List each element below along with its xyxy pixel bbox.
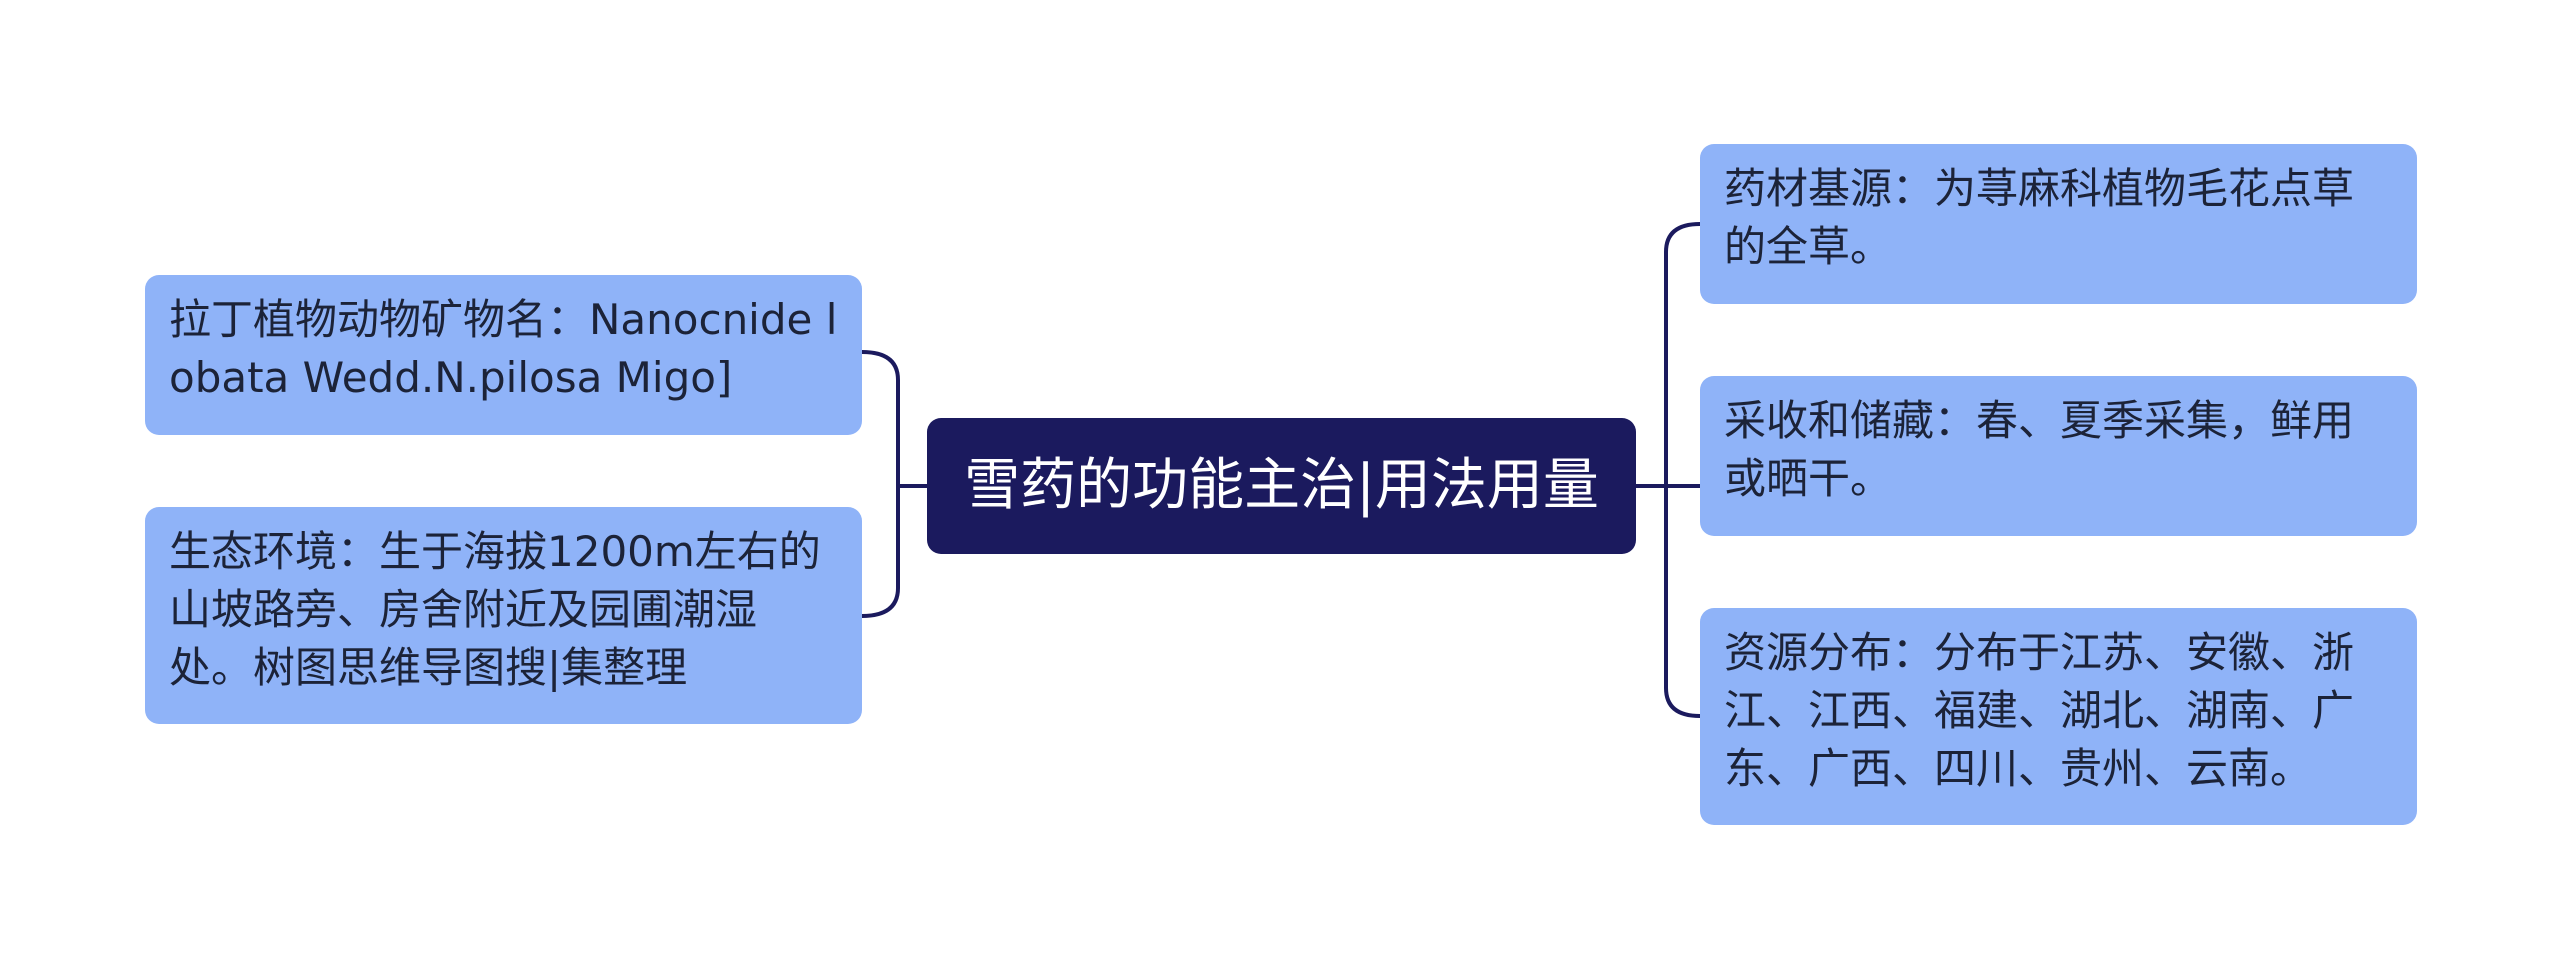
left-topic-habitat-label: 生态环境：生于海拔1200m左右的山坡路旁、房舍附近及园圃潮湿处。树图思维导图搜… [169,527,821,692]
right-topic-source-label: 药材基源：为荨麻科植物毛花点草的全草。 [1724,164,2355,271]
root-topic[interactable]: 雪药的功能主治|用法用量 [927,418,1636,554]
left-topic-latin-name-label: 拉丁植物动物矿物名：Nanocnide lobata Wedd.N.pilosa… [169,295,838,402]
left-topic-latin-name[interactable]: 拉丁植物动物矿物名：Nanocnide lobata Wedd.N.pilosa… [145,275,862,435]
root-topic-label: 雪药的功能主治|用法用量 [964,453,1599,518]
right-topic-distribution[interactable]: 资源分布：分布于江苏、安徽、浙江、江西、福建、湖北、湖南、广东、广西、四川、贵州… [1700,608,2417,825]
left-topic-habitat[interactable]: 生态环境：生于海拔1200m左右的山坡路旁、房舍附近及园圃潮湿处。树图思维导图搜… [145,507,862,724]
right-topic-source[interactable]: 药材基源：为荨麻科植物毛花点草的全草。 [1700,144,2417,304]
right-topic-harvest-label: 采收和储藏：春、夏季采集，鲜用或晒干。 [1724,396,2355,503]
right-topic-distribution-label: 资源分布：分布于江苏、安徽、浙江、江西、福建、湖北、湖南、广东、广西、四川、贵州… [1724,628,2355,793]
right-topic-harvest[interactable]: 采收和储藏：春、夏季采集，鲜用或晒干。 [1700,376,2417,536]
connector-left-bracket [861,350,900,618]
connector-right-bracket [1664,222,1701,718]
